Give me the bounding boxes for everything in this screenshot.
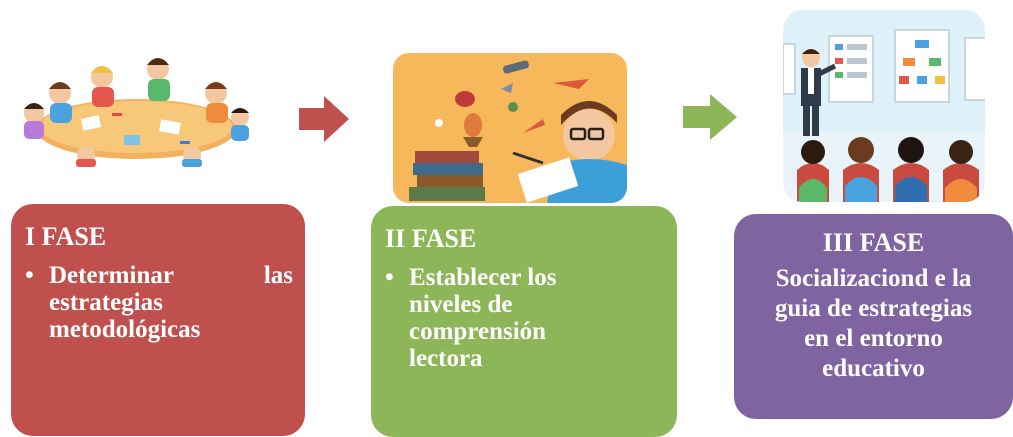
phase-2-bullet-line: comprensión bbox=[409, 318, 547, 345]
right-arrow-icon bbox=[683, 94, 737, 140]
phase-3-body-line: en el entorno bbox=[804, 325, 943, 352]
reader-with-books-illustration bbox=[393, 53, 627, 203]
phase-1-bullet-line: metodológicas bbox=[49, 316, 201, 343]
phase-1-bullet-word: Determinar bbox=[49, 262, 174, 289]
phase-2-card: II FASE • Establecer los niveles de comp… bbox=[371, 206, 677, 437]
right-arrow-icon bbox=[299, 96, 349, 142]
phase-2-bullet-line: niveles de bbox=[409, 291, 513, 318]
phase-3-card: III FASE Socializaciond e la guia de est… bbox=[734, 214, 1013, 419]
phase-1-title: I FASE bbox=[25, 222, 107, 251]
phase-2-title: II FASE bbox=[385, 224, 477, 253]
phase-3-body-line: Socializaciond e la bbox=[775, 265, 972, 292]
phase-1-card: I FASE • Determinar las estrategias meto… bbox=[11, 204, 305, 436]
bullet-icon: • bbox=[385, 264, 394, 291]
phase-3-body-line: guia de estrategias bbox=[774, 295, 973, 322]
teacher-presenting-illustration bbox=[783, 10, 985, 202]
phase-3-body-line: educativo bbox=[822, 355, 925, 382]
phase-1-bullet-word: las bbox=[263, 262, 293, 289]
phase-1-bullet-line: estrategias bbox=[49, 289, 163, 316]
bullet-icon: • bbox=[25, 262, 34, 289]
phase-2-bullet-line: lectora bbox=[409, 345, 483, 372]
children-at-table-illustration bbox=[24, 58, 249, 167]
phase-3-title: III FASE bbox=[822, 228, 925, 257]
phase-2-bullet: • Establecer los niveles de comprensión … bbox=[385, 264, 665, 372]
phase-2-bullet-line: Establecer los bbox=[409, 264, 557, 291]
phase-1-bullet: • Determinar las estrategias metodológic… bbox=[25, 262, 293, 343]
